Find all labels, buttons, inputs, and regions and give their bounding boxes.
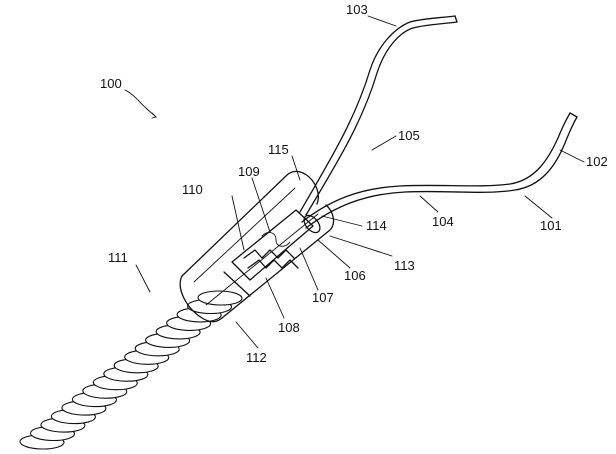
lower-wire bbox=[301, 112, 578, 229]
label-104: 104 bbox=[432, 214, 454, 229]
leader-lines bbox=[124, 15, 585, 349]
label-108: 108 bbox=[278, 320, 300, 335]
outer-sleeve bbox=[179, 170, 335, 323]
label-106: 106 bbox=[344, 268, 366, 283]
label-100: 100 bbox=[100, 76, 122, 91]
label-114: 114 bbox=[366, 218, 387, 233]
upper-wire bbox=[299, 15, 458, 216]
label-102: 102 bbox=[586, 154, 608, 169]
label-103: 103 bbox=[346, 2, 368, 17]
label-101: 101 bbox=[540, 218, 562, 233]
label-111: 111 bbox=[108, 250, 128, 265]
label-109: 109 bbox=[238, 164, 260, 179]
label-105: 105 bbox=[398, 128, 420, 143]
coil-turn bbox=[197, 290, 243, 306]
inner-connector bbox=[223, 209, 321, 297]
coiled-conduit bbox=[19, 290, 243, 450]
label-110: 110 bbox=[182, 182, 203, 197]
label-113: 113 bbox=[394, 258, 415, 273]
label-107: 107 bbox=[312, 290, 334, 305]
label-112: 112 bbox=[246, 350, 267, 365]
label-115: 115 bbox=[268, 142, 289, 157]
